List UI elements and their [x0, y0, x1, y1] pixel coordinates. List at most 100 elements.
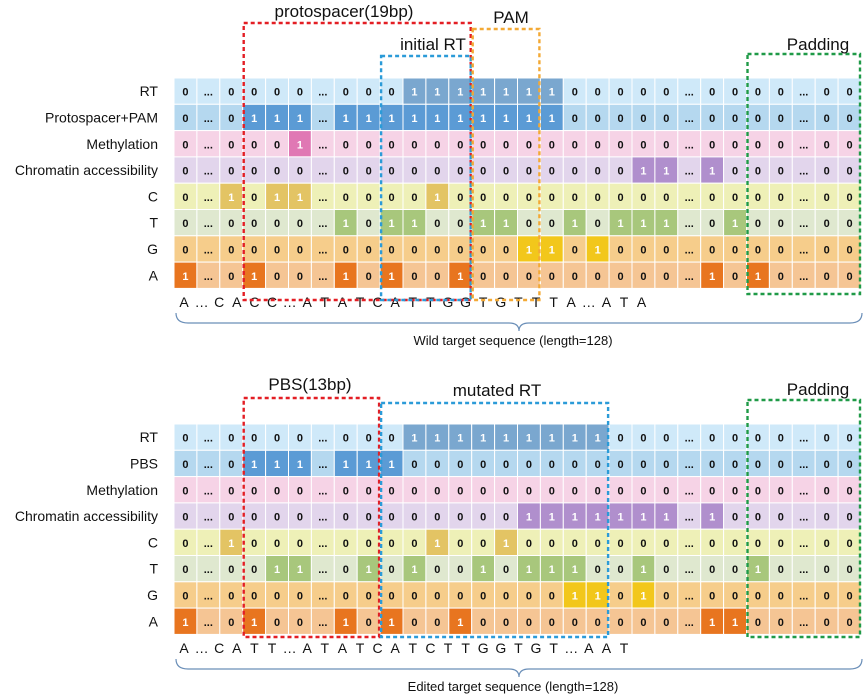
- cell-value: 0: [297, 617, 303, 629]
- box-pam: [471, 27, 541, 302]
- cell-value: 0: [297, 485, 303, 497]
- cell-value: 0: [617, 192, 623, 204]
- cell-value: 0: [595, 218, 601, 230]
- cell-value: 1: [617, 512, 623, 524]
- cell-value: 0: [366, 87, 372, 99]
- cell-value: ...: [799, 512, 808, 524]
- cell-value: 0: [755, 433, 761, 445]
- cell-value: 0: [824, 139, 830, 151]
- cell-value: 0: [595, 564, 601, 576]
- sequence-letter: G: [495, 640, 506, 656]
- cell-value: 0: [343, 139, 349, 151]
- cell-value: 0: [755, 512, 761, 524]
- sequence-letter: …: [582, 294, 596, 310]
- cell-value: 0: [846, 87, 852, 99]
- cell-value: 0: [732, 590, 738, 602]
- sequence-letter: T: [620, 294, 629, 310]
- cell-value: 0: [824, 512, 830, 524]
- row-label: T: [149, 561, 158, 577]
- row-label: C: [148, 534, 158, 550]
- cell-value: 0: [434, 139, 440, 151]
- cell-value: 1: [457, 433, 463, 445]
- cell-value: 0: [572, 459, 578, 471]
- cell-value: 0: [343, 192, 349, 204]
- cell-value: ...: [685, 617, 694, 629]
- cell-value: 0: [297, 87, 303, 99]
- cell-value: 0: [251, 590, 257, 602]
- cell-value: ...: [799, 113, 808, 125]
- cell-value: 0: [595, 87, 601, 99]
- cell-value: 1: [549, 564, 555, 576]
- cell-value: 0: [503, 244, 509, 256]
- cell-value: ...: [204, 139, 213, 151]
- cell-value: 0: [297, 538, 303, 550]
- cell-value: 0: [617, 433, 623, 445]
- cell-value: 0: [824, 538, 830, 550]
- cell-value: 0: [228, 459, 234, 471]
- cell-value: 1: [595, 590, 601, 602]
- cell-value: 1: [595, 512, 601, 524]
- sequence-letter: T: [620, 640, 629, 656]
- cell-value: 0: [572, 617, 578, 629]
- cell-value: 0: [457, 485, 463, 497]
- cell-value: 0: [709, 139, 715, 151]
- cell-value: 1: [434, 192, 440, 204]
- cell-value: 0: [572, 271, 578, 283]
- box-label-padding: Padding: [787, 380, 849, 399]
- cell-value: 1: [572, 590, 578, 602]
- cell-value: 0: [503, 512, 509, 524]
- cell-value: 0: [617, 166, 623, 178]
- cell-value: 0: [617, 459, 623, 471]
- row-label: Chromatin accessibility: [15, 162, 158, 178]
- cell-value: ...: [204, 218, 213, 230]
- cell-value: 1: [572, 512, 578, 524]
- cell-value: 0: [526, 590, 532, 602]
- sequence-letter: T: [549, 294, 558, 310]
- cell-value: 0: [846, 218, 852, 230]
- cell-value: 0: [549, 485, 555, 497]
- cell-value: 0: [503, 166, 509, 178]
- sequence-brace: [175, 658, 863, 678]
- sequence-letter: T: [532, 294, 541, 310]
- cell-value: 0: [824, 271, 830, 283]
- cell-value: 0: [228, 564, 234, 576]
- cell-value: 0: [228, 166, 234, 178]
- box-label-padding: Padding: [787, 35, 849, 54]
- cell-value: 0: [778, 590, 784, 602]
- cell-value: 0: [663, 113, 669, 125]
- cell-value: 0: [297, 244, 303, 256]
- cell-value: 0: [572, 166, 578, 178]
- cell-value: ...: [685, 538, 694, 550]
- cell-value: 0: [617, 617, 623, 629]
- cell-value: 0: [503, 617, 509, 629]
- cell-value: 0: [663, 87, 669, 99]
- cell-value: 0: [732, 113, 738, 125]
- cell-value: 1: [388, 113, 394, 125]
- cell-value: ...: [799, 87, 808, 99]
- cell-value: 0: [709, 459, 715, 471]
- cell-value: 0: [251, 512, 257, 524]
- cell-value: ...: [204, 590, 213, 602]
- sequence-letter: T: [444, 640, 453, 656]
- cell-value: 0: [366, 617, 372, 629]
- cell-value: 0: [182, 564, 188, 576]
- cell-value: 0: [572, 87, 578, 99]
- cell-value: 0: [755, 192, 761, 204]
- sequence-letter: T: [461, 640, 470, 656]
- cell-value: 0: [709, 538, 715, 550]
- cell-value: 0: [526, 459, 532, 471]
- cell-value: 0: [297, 218, 303, 230]
- cell-value: ...: [204, 617, 213, 629]
- row-label: C: [148, 188, 158, 204]
- cell-value: 0: [846, 139, 852, 151]
- cell-value: 0: [778, 485, 784, 497]
- cell-value: ...: [685, 139, 694, 151]
- cell-value: 0: [251, 87, 257, 99]
- cell-value: ...: [685, 192, 694, 204]
- cell-value: ...: [799, 139, 808, 151]
- cell-value: 0: [778, 617, 784, 629]
- cell-value: 0: [274, 590, 280, 602]
